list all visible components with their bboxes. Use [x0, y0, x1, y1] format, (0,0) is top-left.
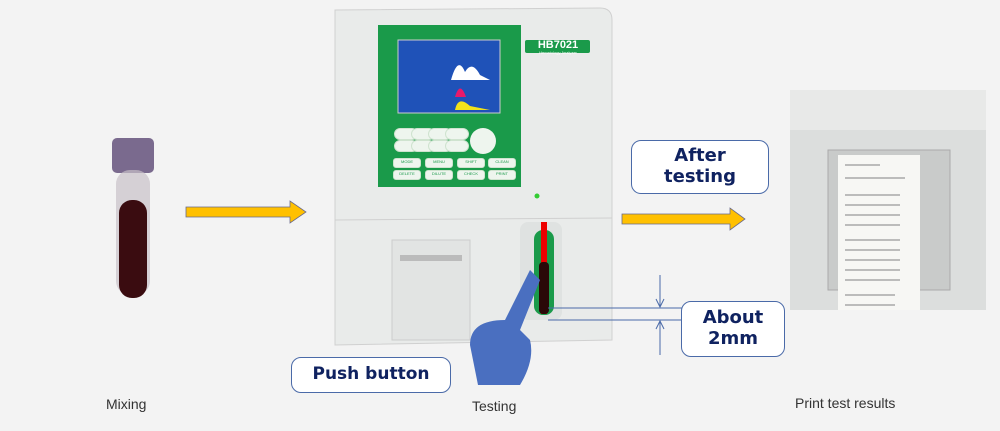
model-subtitle: Hematology Analyzer [539, 50, 577, 55]
model-name: HB7021 [537, 39, 579, 51]
model-badge: HB7021 Hematology Analyzer [527, 39, 589, 56]
direction-pad [470, 128, 496, 154]
function-key: SHIFT [457, 158, 485, 168]
blood-tube [112, 138, 154, 298]
step-caption-testing: Testing [472, 398, 517, 414]
arrow-to-print [621, 207, 746, 231]
keypad-key [445, 128, 469, 140]
about-line2: 2mm [707, 328, 759, 349]
function-key: CLEAN [488, 158, 516, 168]
arrow-to-testing [185, 200, 307, 224]
push-button-label: Push button [312, 364, 430, 385]
about-line1: About [702, 307, 764, 329]
printout-photo [790, 90, 986, 310]
about-2mm-callout: About 2mm [681, 301, 785, 357]
keypad-key [445, 140, 469, 152]
dimension-marker [548, 275, 682, 355]
after-testing-callout: After testing [631, 140, 769, 194]
function-key: MENU [425, 158, 453, 168]
step-caption-mixing: Mixing [106, 396, 147, 412]
hand-icon [470, 270, 540, 385]
after-testing-line2: testing [664, 166, 736, 187]
function-key: CHECK [457, 170, 485, 180]
function-key: DILUTE [425, 170, 453, 180]
after-testing-line1: After [674, 145, 726, 167]
function-key: MODE [393, 158, 421, 168]
push-button-callout: Push button [291, 357, 451, 393]
function-key: PRINT [488, 170, 516, 180]
printed-paper [838, 155, 920, 310]
function-key: DELETE [393, 170, 421, 180]
step-caption-print: Print test results [795, 395, 896, 411]
display-screen [397, 39, 501, 114]
